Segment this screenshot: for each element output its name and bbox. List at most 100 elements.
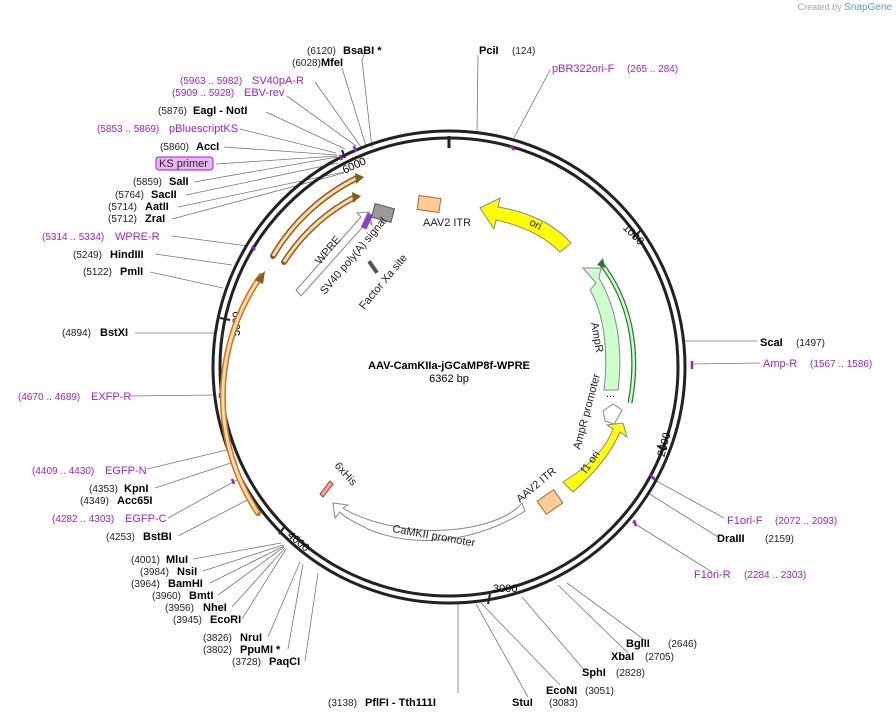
ecori-name: EcoRI — [210, 614, 241, 626]
paqci-name: PaqCI — [269, 656, 300, 668]
created-by-text: Created by — [797, 2, 842, 12]
econi-pos: (3051) — [585, 686, 614, 697]
leader-egfp-n — [146, 448, 232, 470]
bstxi-name: BstXI — [100, 327, 128, 339]
mlui-pos: (4001) — [131, 555, 160, 566]
backbone — [211, 129, 687, 605]
leader-wpre-r — [171, 235, 249, 247]
pcii-pos: (124) — [512, 46, 535, 57]
bglii-name: BglII — [626, 638, 650, 650]
eagi-name: EagI - NotI — [193, 105, 247, 117]
bmti-pos: (3960) — [152, 591, 181, 602]
leader-acci — [223, 146, 338, 156]
tick-label-6000: 6000 — [341, 155, 368, 176]
aav2-itr-top-feature — [416, 194, 442, 214]
pmli-name: PmlI — [120, 266, 143, 278]
leader-pcii — [476, 54, 479, 133]
acc65i-pos: (4349) — [80, 496, 109, 507]
amp-r-name: Amp-R — [763, 358, 797, 370]
gcamp-arrowhead — [255, 271, 265, 284]
sali-pos: (5859) — [133, 177, 162, 188]
leader-lines — [129, 51, 761, 698]
his-tag-feature — [319, 480, 334, 498]
ampr-strand — [599, 261, 635, 404]
tick-label-4000: 4000 — [285, 529, 311, 554]
sphi-name: SphI — [582, 667, 606, 679]
aav2-itr-bottom-feature — [536, 489, 564, 515]
nsii-pos: (3984) — [140, 567, 169, 578]
leader-nsii — [202, 544, 284, 572]
mlui-name: MluI — [166, 554, 188, 566]
exfp-r-name: EXFP-R — [91, 391, 131, 403]
leader-bamhi — [209, 545, 285, 584]
nrui-pos: (3826) — [203, 633, 232, 644]
bstbi-pos: (4253) — [106, 532, 135, 543]
hindiii-pos: (5249) — [73, 250, 102, 261]
egfp-n-range: (4409 .. 4430) — [32, 466, 94, 477]
amp-r-range: (1567 .. 1586) — [810, 359, 872, 370]
scai-pos: (1497) — [796, 338, 825, 349]
factor-xa-feature — [367, 260, 379, 274]
paqci-pos: (3728) — [232, 657, 261, 668]
aatii-pos: (5714) — [108, 202, 137, 213]
ampr-promoter-feature — [602, 403, 623, 425]
nhei-name: NheI — [203, 602, 227, 614]
kpni-name: KpnI — [124, 483, 148, 495]
bamhi-name: BamHI — [168, 578, 203, 590]
tick-5000 — [219, 317, 231, 321]
nhei-pos: (3956) — [165, 603, 194, 614]
stui-pos: (3083) — [549, 698, 578, 709]
leader-ppumi — [287, 563, 304, 650]
wpre-r-range: (5314 .. 5334) — [42, 232, 104, 243]
bstbi-name: BstBI — [143, 531, 172, 543]
sacii-pos: (5764) — [115, 190, 144, 201]
leader-sv40pa-r — [314, 81, 362, 148]
ampr-label: AmpR — [588, 321, 605, 353]
leader-bmti — [217, 546, 285, 596]
gcamp-arrowhead-3 — [352, 192, 361, 203]
leader-nrui — [267, 561, 301, 638]
camkii-promoter-label: CaMKII promoter — [391, 523, 476, 549]
sali-name: SalI — [169, 176, 189, 188]
econi-name: EcoNI — [546, 685, 577, 697]
ampr-strand-arrowhead — [597, 258, 605, 268]
bmti-name: BmtI — [189, 590, 213, 602]
leader-mfei — [341, 67, 367, 147]
acci-pos: (5860) — [160, 142, 189, 153]
pbr322ori-f-name: pBR322ori-F — [552, 63, 615, 75]
leader-aatii — [177, 171, 345, 208]
ppumi-name: PpuMI * — [240, 644, 281, 656]
wpre-r-name: WPRE-R — [115, 231, 160, 243]
mfei-name: MfeI — [321, 57, 343, 69]
pbr322ori-f-range: (265 .. 284) — [627, 64, 678, 75]
leader-kpni — [154, 460, 238, 489]
leader-bglii — [566, 582, 647, 642]
ebv-rev-name: EBV-rev — [244, 87, 285, 99]
leader-ecori — [241, 548, 287, 620]
primer-mark-ebv-rev — [352, 145, 358, 153]
ori-feature — [479, 197, 572, 253]
leader-bstbi — [177, 496, 254, 537]
exfp-r-range: (4670 .. 4689) — [18, 392, 80, 403]
pflfi-pos: (3138) — [328, 698, 357, 709]
leader-egfp-c — [167, 479, 238, 519]
ampr-dots: ... — [606, 388, 615, 400]
mfei-pos: (6028) — [292, 58, 321, 69]
egfp-c-name: EGFP-C — [125, 513, 167, 525]
pmli-pos: (5122) — [83, 267, 112, 278]
f1ori-f-range: (2072 .. 2093) — [775, 516, 837, 527]
nrui-name: NruI — [240, 632, 262, 644]
tick-3000 — [487, 593, 491, 605]
leader-pbr322ori-f — [513, 69, 551, 139]
ampr-feature — [581, 267, 621, 391]
tick-4000 — [278, 525, 286, 535]
leader-mlui — [192, 542, 282, 560]
primer-mark-pbr322ori-f — [510, 145, 515, 151]
leader-sphi — [521, 596, 586, 672]
primer-mark-f1ori-f — [650, 474, 656, 481]
scale-ticks — [219, 149, 668, 605]
ori-label: ori — [527, 217, 543, 233]
f1ori-r-name: F1ori-R — [694, 569, 731, 581]
tick-label-3000: 3000 — [493, 583, 517, 595]
f1-ori-feature — [562, 422, 628, 493]
